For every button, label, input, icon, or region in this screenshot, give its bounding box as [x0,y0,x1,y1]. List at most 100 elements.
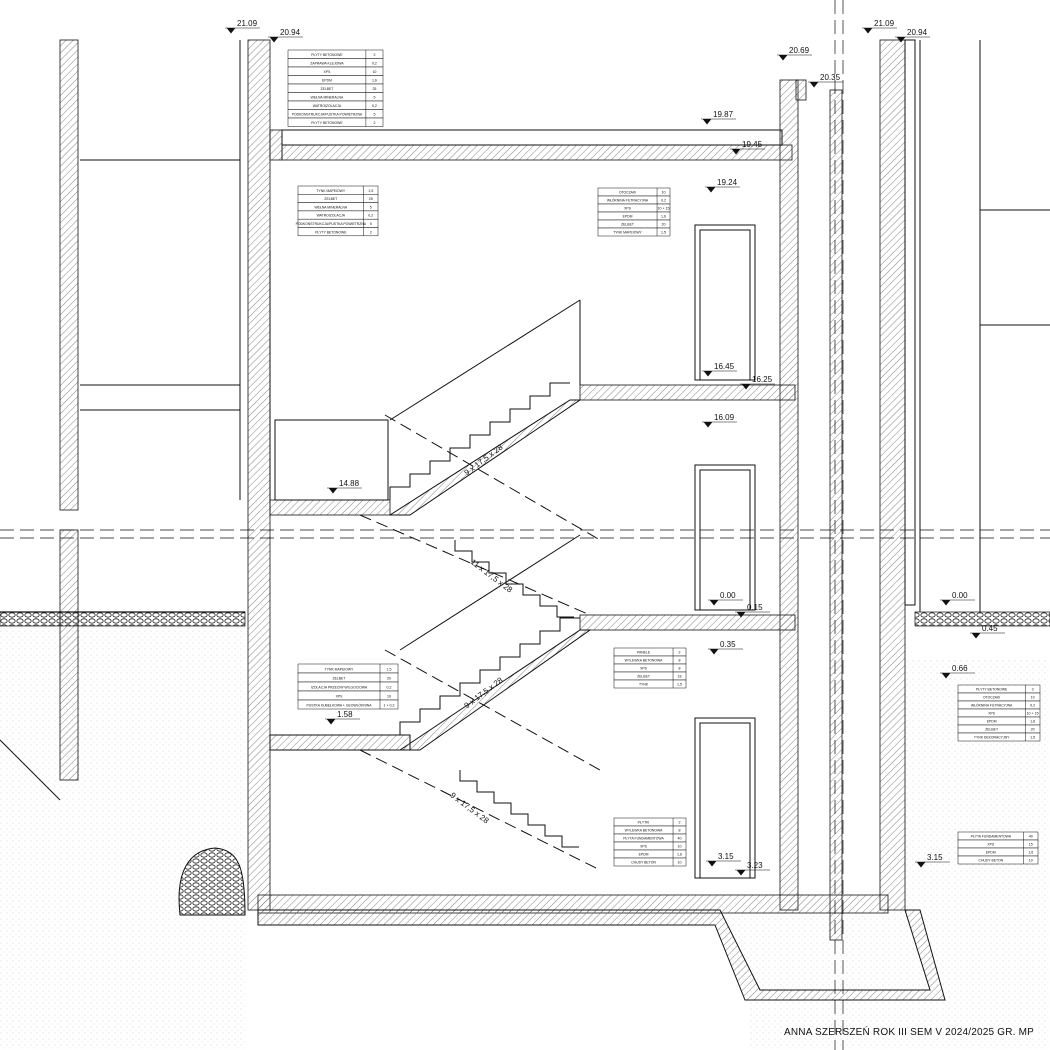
layer-material: EPDM [986,851,996,855]
layer-row [287,75,384,85]
concrete-element [579,614,796,631]
level-value: 19.87 [713,110,734,119]
layer-material: PUSTKA KUBEŁKOWA + GEOWŁÓKNINA [307,702,373,707]
layer-thickness: 0,2 [661,199,666,203]
layer-material: WEŁNA MINERALNA [311,95,344,99]
concrete-element [879,39,906,911]
layer-row [957,716,1041,726]
layer-thickness: 0,2 [372,61,377,65]
layer-thickness: 0,2 [1030,704,1035,708]
layer-material: CHUDY BETON [979,859,1004,863]
stair-dimension-label: 11 x 17,5 x 28 [469,557,515,594]
stair-slab [398,629,592,751]
level-value: 16.45 [714,362,735,371]
layer-row [597,227,671,237]
layer-row [287,66,384,76]
concrete-element [579,384,796,401]
layer-material: PŁYTY BETONOWE [311,53,343,57]
level-marker [702,421,737,428]
level-marker [735,611,770,618]
layer-row [613,849,687,859]
slope-line [0,739,61,801]
author-caption: ANNA SZERSZEŃ ROK III SEM V 2024/2025 GR… [784,1027,1034,1038]
layer-thickness: 1,6 [677,853,682,857]
layer-material: ŻELBET [621,222,634,227]
layer-thickness: 2 [679,651,681,655]
layer-material: OTOCZAKI [983,696,1000,700]
level-marker [970,632,1005,639]
level-marker [940,672,975,679]
level-value: 0.15 [747,603,763,612]
layer-thickness: 8 [679,667,681,671]
layer-thickness: 8 [679,829,681,833]
door-leaf [699,722,751,879]
layer-material: ŻELBET [321,86,334,91]
layer-row [957,855,1039,865]
layer-row [613,841,687,851]
level-value: 21.09 [237,19,258,28]
annotations: 21.0920.9421.0920.9420.6920.3519.8719.45… [225,19,1041,876]
level-marker [730,148,765,155]
layer-material: WŁÓKNINA FILTRACYJNA [607,198,649,203]
hidden-stair-line [384,649,601,771]
layer-thickness: 2 [373,53,375,57]
layer-material: TYNK DEKORACYJNY [974,736,1010,740]
concrete-element [795,79,807,101]
wall-insulation [904,39,916,606]
layer-material: PŁYTA FUNDAMENTOWA [971,835,1012,839]
layer-thickness: 10 [372,70,376,74]
layer-thickness: 18 [678,675,682,679]
stair-slab [388,399,582,516]
layer-material: XPS [624,207,632,211]
level-marker [740,383,775,390]
level-marker [735,869,770,876]
layer-thickness: 10 [662,191,666,195]
layer-thickness: 1,5 [661,231,666,235]
layer-thickness: 1,5 [368,189,373,193]
layer-thickness: 20 [1031,728,1035,732]
hidden-stair-line [359,514,591,616]
ground [0,611,1050,1050]
level-value: 0.35 [720,640,736,649]
door [694,224,756,381]
layer-thickness: 10 + 15 [1027,712,1039,716]
layer-material: TYNK MAPEIOWY [613,231,642,235]
layer-thickness: 15 [1029,843,1033,847]
level-marker [705,186,740,193]
layer-row [613,663,687,673]
layer-material: XPS [988,712,996,716]
door-leaf [699,469,751,611]
layer-thickness: 0,2 [372,104,377,108]
hidden-stair-line [359,749,601,871]
layer-material: PŁYTY BETONOWE [315,230,347,234]
level-marker [708,648,743,655]
layer-material: EPDM [639,853,649,857]
level-value: 3.15 [927,853,943,862]
layer-thickness: 1,6 [1030,720,1035,724]
layer-thickness: 40 [1029,835,1033,839]
layer-material: ŻELBET [637,674,650,679]
door-leaf [699,229,751,381]
layer-material: EPDM [322,78,332,82]
layer-material: XPS [640,667,648,671]
layer-material: WYLEWKA BETONOWA [625,659,663,663]
level-value: 3.23 [747,861,763,870]
layer-row [613,679,687,689]
layer-row [597,211,671,221]
layer-material: TYNK MAPEIOWY [325,667,354,671]
level-value: 20.94 [907,28,928,37]
level-marker [706,860,741,867]
layer-thickness: 5 [370,222,372,226]
layer-thickness: 10 [1029,859,1033,863]
level-marker [702,370,737,377]
layer-row [297,672,399,683]
layer-row [957,732,1041,742]
layer-material: ŻELBET [985,727,998,732]
level-value: 0.00 [952,591,968,600]
hidden-stair-flight [454,540,574,618]
